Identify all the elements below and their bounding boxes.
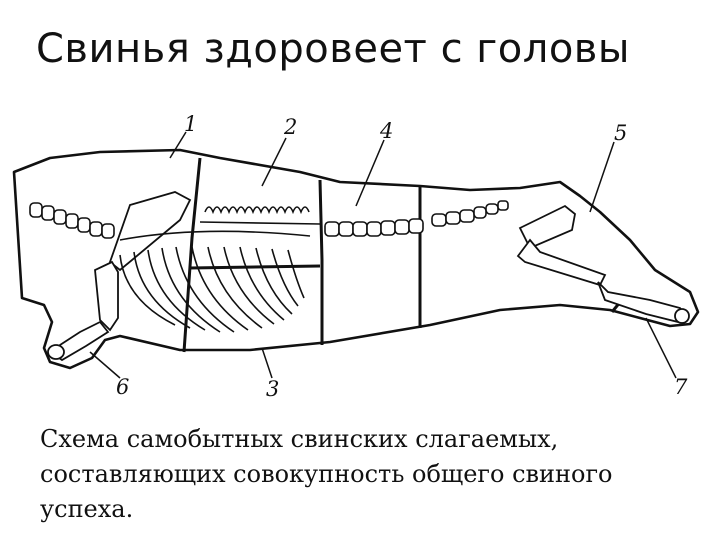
label-1: 1	[184, 112, 197, 136]
leader-lines	[89, 131, 677, 379]
caption-line-2: составляющих совокупность общего свиного	[40, 460, 613, 488]
cut-lines	[182, 157, 627, 353]
pork-cuts-diagram: 1 2 4 5 6 3 7	[12, 112, 700, 401]
foreleg-bones	[47, 191, 192, 362]
hindleg-bones	[516, 204, 690, 324]
label-3: 3	[266, 377, 279, 401]
page-title: Свинья здоровеет с головы	[36, 26, 630, 72]
label-4: 4	[379, 119, 393, 143]
caption-line-1: Схема самобытных свинских слагаемых,	[40, 425, 559, 453]
label-5: 5	[614, 121, 627, 145]
caption: Схема самобытных свинских слагаемых, сос…	[40, 422, 710, 527]
spine	[29, 200, 509, 239]
carcass-outline	[12, 148, 700, 370]
label-2: 2	[283, 115, 297, 139]
caption-line-3: успеха.	[40, 495, 134, 523]
rib-cage	[119, 230, 311, 333]
label-6: 6	[116, 375, 129, 399]
label-7: 7	[674, 375, 688, 399]
